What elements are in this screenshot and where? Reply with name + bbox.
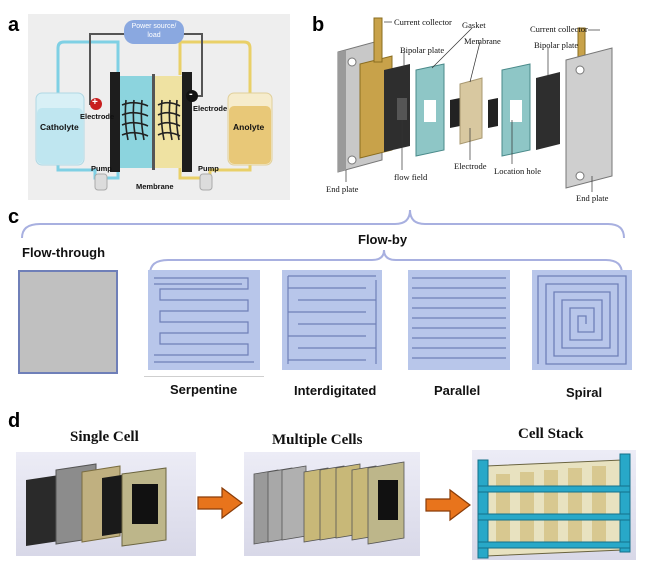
- power-source-label: Power source/ load: [131, 23, 177, 39]
- pump-left-body: [94, 173, 108, 191]
- multiple-cells-illustration: [253, 461, 405, 545]
- electrode-b-label: Electrode: [454, 161, 487, 171]
- parallel-field: [408, 270, 510, 370]
- anolyte-label: Anolyte: [233, 122, 265, 132]
- minus-sign: -: [189, 88, 193, 100]
- negative-terminal: [186, 90, 198, 102]
- electrode-plate-left: [110, 72, 120, 172]
- catholyte-tube-top: [56, 40, 120, 95]
- anolyte-tube-top: [178, 40, 252, 95]
- membrane-b-label: Membrane: [464, 36, 501, 46]
- mesh-right: [157, 99, 181, 141]
- location-hole-label: Location hole: [494, 166, 541, 176]
- cell-stack-title: Cell Stack: [518, 426, 584, 442]
- flow-by-brace: [149, 249, 623, 275]
- interdigitated-label: Interdigitated: [294, 383, 377, 398]
- bipolar-plate-left-label: Bipolar plate: [400, 45, 445, 55]
- bipolar-plate-right: [536, 72, 560, 150]
- catholyte-tube-bottom: [56, 160, 120, 180]
- electrode-left-piece: [450, 98, 460, 128]
- end-plate-left-label: End plate: [326, 184, 359, 194]
- outer-brace: [21, 209, 625, 239]
- power-source-box: [124, 20, 184, 44]
- membrane-piece: [459, 77, 483, 145]
- flow-field-label: flow field: [394, 172, 428, 182]
- serpentine-field: [148, 270, 260, 370]
- end-plate-right: [565, 47, 613, 189]
- bipolar-plate-right-label: Bipolar plate: [534, 40, 579, 50]
- electrode-plate-right: [182, 72, 192, 172]
- serpentine-label: Serpentine: [170, 382, 238, 397]
- panel-letter-d: d: [8, 410, 21, 432]
- flow-through-label: Flow-through: [22, 245, 106, 260]
- mesh-left: [121, 99, 149, 141]
- membrane-strip: [152, 74, 155, 170]
- single-cell-title: Single Cell: [70, 429, 139, 445]
- flow-by-label: Flow-by: [358, 232, 408, 247]
- electrode-right-label: Electrode: [193, 104, 228, 113]
- gasket-label: Gasket: [462, 20, 486, 30]
- parallel-label: Parallel: [434, 383, 481, 398]
- catholyte-liquid: [37, 108, 83, 164]
- electrode-left-label: Electrode: [80, 112, 115, 121]
- arrow-1: [197, 486, 243, 520]
- anolyte-liquid: [229, 106, 271, 164]
- cell-stack-illustration: [477, 453, 631, 559]
- membrane-label: Membrane: [136, 182, 174, 191]
- pump-right-label: Pump: [198, 164, 219, 173]
- interdigitated-field: [282, 270, 382, 370]
- multiple-cells-title: Multiple Cells: [272, 432, 363, 448]
- panel-letter-b: b: [312, 14, 325, 36]
- pump-left-label: Pump: [91, 164, 112, 173]
- panel-letter-a: a: [8, 14, 20, 36]
- panel-letter-c: c: [8, 206, 20, 228]
- flow-through-field: [18, 270, 118, 374]
- current-collector-left-label: Current collector: [394, 17, 452, 27]
- serpentine-underline: [144, 376, 264, 377]
- current-collector-right-label: Current collector: [530, 24, 588, 34]
- spiral-label: Spiral: [566, 385, 603, 400]
- arrow-2: [425, 488, 471, 522]
- spiral-field: [532, 270, 632, 370]
- end-plate-right-label: End plate: [576, 193, 609, 203]
- pump-right-body: [199, 173, 213, 191]
- single-cell-illustration: [26, 463, 167, 547]
- plus-sign: +: [92, 97, 98, 108]
- electrode-right-piece: [488, 98, 498, 128]
- catholyte-label: Catholyte: [40, 122, 79, 132]
- positive-terminal: [90, 98, 102, 110]
